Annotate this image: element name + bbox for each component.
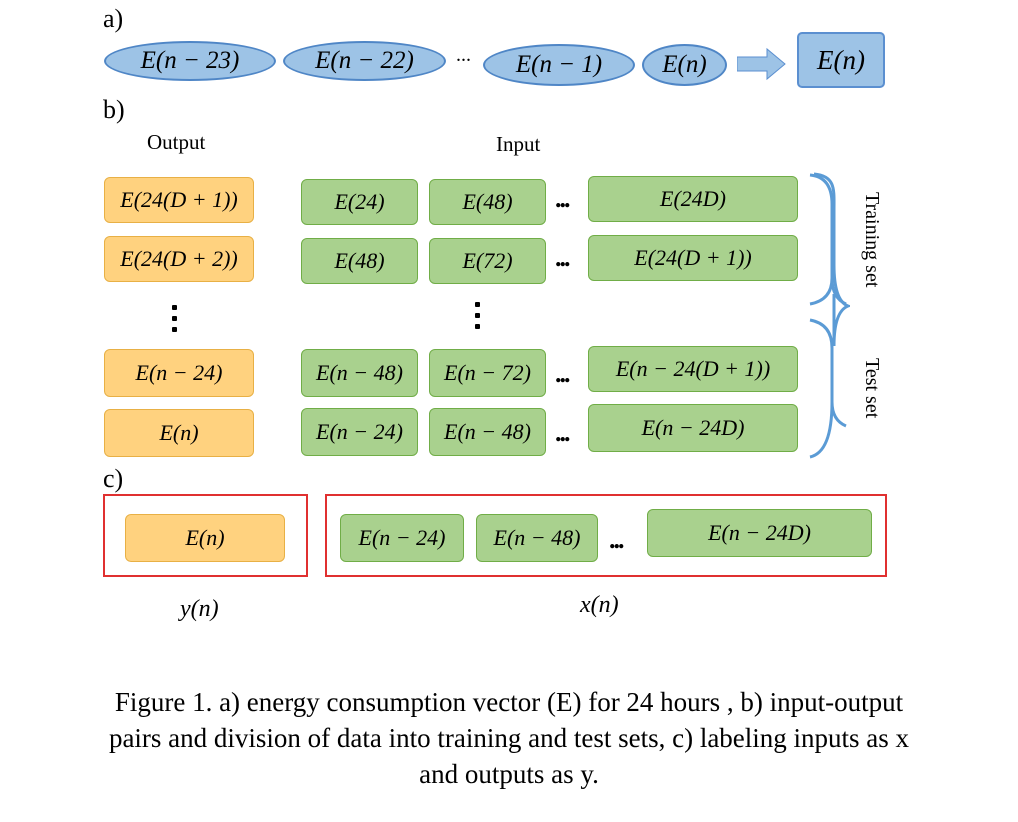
set-braces [813, 172, 850, 347]
input-row2-dots: ... [555, 243, 570, 272]
input-frame [325, 494, 887, 577]
input-row3-col3: E(n − 24(D + 1)) [588, 346, 798, 392]
input-row3-col1: E(n − 48) [301, 349, 418, 397]
input-row1-col2: E(48) [429, 179, 546, 225]
input-row3-dots: ... [555, 359, 570, 388]
output-box-4: E(n) [104, 409, 254, 457]
c-input-box-1: E(n − 24) [340, 514, 464, 562]
training-set-label: Training set [861, 192, 883, 288]
training-brace [813, 172, 850, 347]
sequence-ellipse-n-22: E(n − 22) [283, 41, 446, 81]
caption-line-2: pairs and division of data into training… [108, 723, 910, 753]
section-c-label: c) [103, 464, 124, 493]
x-label: x(n) [580, 592, 619, 618]
target-box: E(n) [797, 32, 885, 88]
test-set-label: Test set [861, 358, 883, 419]
section-a-label: a) [103, 4, 124, 33]
y-label: y(n) [180, 596, 219, 622]
caption-line-3: and outputs as y. [419, 759, 599, 789]
input-row4-col3: E(n − 24D) [588, 404, 798, 452]
input-row3-col2: E(n − 72) [429, 349, 546, 397]
input-vertical-dots [475, 302, 481, 329]
right-arrow-icon [737, 47, 786, 81]
output-box-3: E(n − 24) [104, 349, 254, 397]
section-b-label: b) [103, 95, 125, 124]
sequence-ellipse-n-23: E(n − 23) [104, 41, 276, 81]
output-vertical-dots [172, 305, 178, 332]
input-row4-col1: E(n − 24) [301, 408, 418, 456]
input-row2-col3: E(24(D + 1)) [588, 235, 798, 281]
output-box-1: E(24(D + 1)) [104, 177, 254, 223]
sequence-ellipse-n: E(n) [642, 44, 727, 86]
input-row4-dots: ... [555, 418, 570, 447]
input-header: Input [496, 132, 541, 156]
input-row1-dots: ... [555, 184, 570, 213]
target-label: E(n) [817, 44, 865, 75]
input-row1-col1: E(24) [301, 179, 418, 225]
caption-line-1: Figure 1. a) energy consumption vector (… [114, 687, 904, 717]
output-header: Output [147, 130, 206, 154]
input-row1-col3: E(24D) [588, 176, 798, 222]
input-row2-col2: E(72) [429, 238, 546, 284]
c-input-dots: ... [609, 525, 624, 554]
output-frame [103, 494, 308, 577]
sequence-ellipse-n-1: E(n − 1) [483, 44, 635, 86]
c-input-box-2: E(n − 48) [476, 514, 598, 562]
c-input-box-3: E(n − 24D) [647, 509, 872, 557]
input-row2-col1: E(48) [301, 238, 418, 284]
output-box-2: E(24(D + 2)) [104, 236, 254, 282]
brace-drawing [809, 173, 847, 459]
sequence-ellipsis: ... [456, 44, 471, 66]
c-output-box: E(n) [125, 514, 285, 562]
input-row4-col2: E(n − 48) [429, 408, 546, 456]
